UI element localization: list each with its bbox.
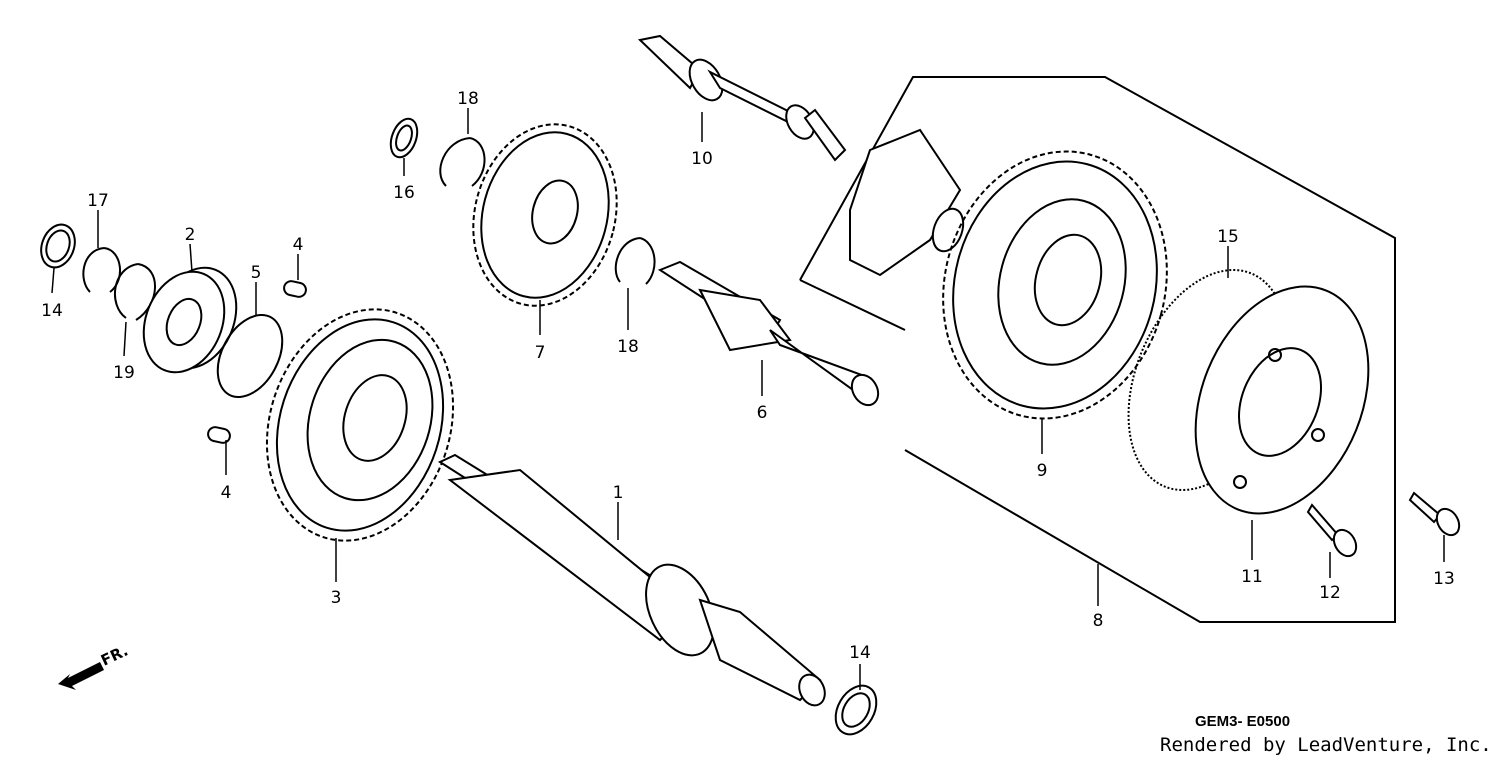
callout-19: 19 — [113, 363, 135, 383]
callout-11: 11 — [1241, 567, 1263, 587]
front-label: FR. — [98, 642, 131, 670]
callout-8: 8 — [1093, 611, 1104, 631]
circlip-18-upper — [439, 137, 486, 187]
callout-10: 10 — [691, 149, 713, 169]
circlip-17 — [82, 247, 122, 293]
callout-17: 17 — [87, 191, 109, 211]
gear-7 — [472, 123, 618, 307]
callout-9: 9 — [1037, 461, 1048, 481]
gear-3 — [265, 308, 455, 542]
callout-2: 2 — [185, 225, 196, 245]
bolt-13 — [1408, 491, 1461, 537]
screw-12 — [1306, 503, 1358, 558]
leader-lines — [51, 108, 1445, 690]
diagram-code: GEM3- E0500 — [1195, 713, 1290, 730]
front-arrow-icon: FR. — [58, 642, 131, 690]
callout-15: 15 — [1217, 227, 1239, 247]
washer-14-right — [834, 684, 878, 736]
callout-16: 16 — [393, 183, 415, 203]
shaft-6 — [657, 260, 880, 407]
callout-4-upper: 4 — [293, 235, 304, 255]
gear-9 — [942, 150, 1168, 420]
callout-18-upper: 18 — [457, 89, 479, 109]
callout-14-right: 14 — [849, 643, 871, 663]
callout-18-lower: 18 — [617, 337, 639, 357]
assembly-8-boundary — [799, 76, 1396, 623]
credit-line: Rendered by LeadVenture, Inc. — [1160, 734, 1492, 756]
callout-5: 5 — [251, 263, 262, 283]
circlip-19 — [113, 263, 156, 321]
washer-16 — [389, 117, 419, 159]
shaft-1 — [437, 453, 826, 707]
callout-7: 7 — [535, 343, 546, 363]
shaft-10 — [637, 34, 847, 162]
callout-14-left: 14 — [41, 301, 63, 321]
key-4-upper — [283, 280, 307, 298]
callout-6: 6 — [757, 403, 768, 423]
callout-1: 1 — [613, 483, 624, 503]
callout-4-lower: 4 — [221, 483, 232, 503]
callout-13: 13 — [1433, 569, 1455, 589]
callout-12: 12 — [1319, 583, 1341, 603]
ring-5 — [216, 313, 284, 399]
washer-14-left — [40, 223, 76, 269]
plate-11 — [1194, 285, 1370, 515]
callout-3: 3 — [331, 588, 342, 608]
circlip-18-lower — [614, 237, 656, 285]
hub-8 — [849, 128, 965, 277]
bearing-2 — [142, 266, 238, 374]
key-4-lower — [207, 426, 231, 444]
